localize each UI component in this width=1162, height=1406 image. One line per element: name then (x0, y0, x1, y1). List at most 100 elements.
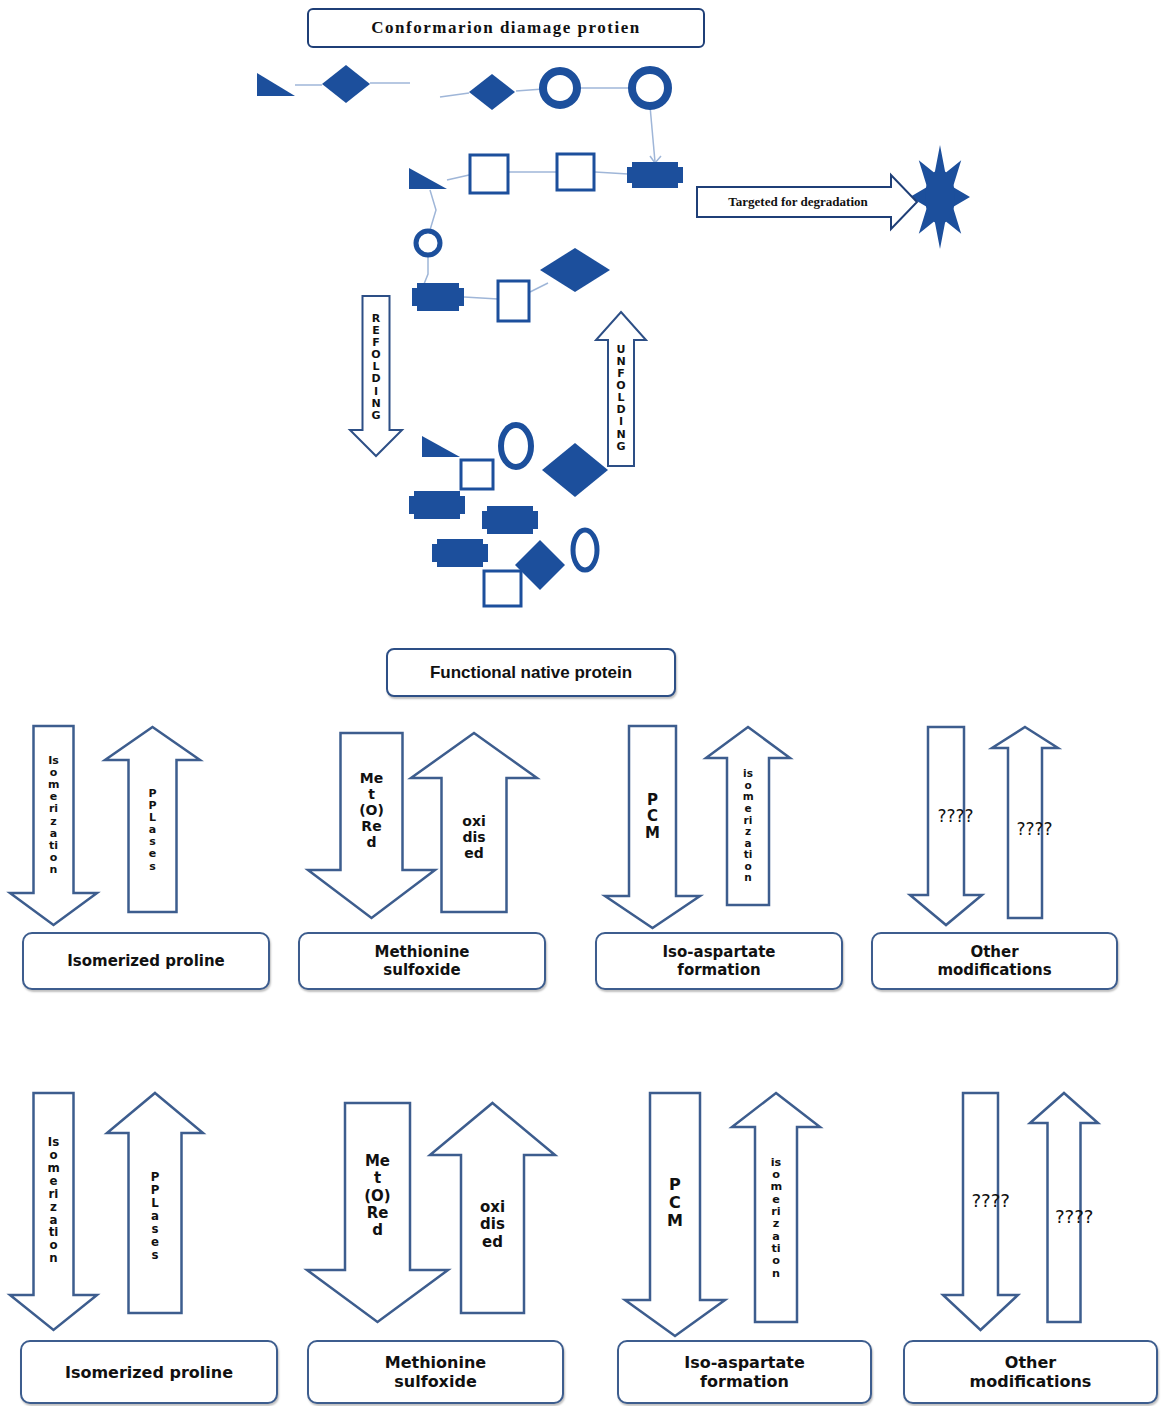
arrow-shape (910, 727, 982, 925)
arrow-label: ???? (1017, 820, 1034, 839)
arrow-outline (706, 727, 790, 905)
square-residue (461, 460, 493, 489)
ring-residue (501, 425, 531, 467)
ring-residue (543, 71, 577, 105)
modification-box: Iso-aspartate formation (617, 1340, 872, 1404)
modification-arrow: Met(O)Red (307, 1103, 448, 1322)
modification-box: Iso-aspartate formation (595, 932, 843, 990)
box-label: Conformarion diamage protien (371, 18, 640, 38)
text-area: Other modifications (905, 1342, 1156, 1402)
box-label: Iso-aspartate formation (637, 943, 802, 979)
text-area: PCM (652, 1096, 698, 1310)
text-area: UNFOLDING (610, 334, 632, 463)
diamond-residue (322, 65, 370, 103)
notched-residue (627, 162, 683, 188)
arrow-outline (105, 727, 200, 912)
text-area: Met(O)Red (347, 1106, 408, 1287)
text-area: ???? (1050, 1115, 1079, 1319)
chain-link (508, 171, 556, 173)
triangle-residue (257, 73, 295, 96)
chain-link (650, 106, 655, 162)
box-label: Other modifications (912, 943, 1077, 979)
text-area: Isomerization (36, 1096, 72, 1305)
arrow-outline (1030, 1093, 1098, 1322)
arrow-label: PPLases (147, 788, 158, 873)
chain-link (370, 82, 410, 84)
arrow-label: oxidised (478, 1199, 507, 1251)
notched-tab (482, 511, 538, 529)
arrow-label: PCM (667, 1176, 683, 1229)
ring-residue (573, 530, 597, 570)
modification-arrow: ???? (943, 1093, 1018, 1330)
title-box: Conformarion diamage protien (307, 8, 705, 48)
chain-link (516, 89, 543, 91)
text-area: Conformarion diamage protien (309, 10, 703, 46)
arrow-outline (350, 296, 402, 456)
square-residue (470, 155, 508, 193)
text-area: Isomerized proline (22, 1342, 276, 1402)
chain-link (295, 84, 322, 86)
text-area: Functional native protein (388, 650, 674, 695)
degradation-core (925, 170, 955, 224)
arrow-outline (910, 727, 982, 925)
modification-arrow: PCM (625, 1093, 725, 1336)
text-area: ???? (965, 1096, 996, 1305)
triangle-residue (409, 168, 447, 189)
arrow-label: ???? (938, 807, 955, 826)
notched-tab (409, 496, 465, 514)
repair-arrow: isomerization (706, 727, 790, 905)
square-residue (498, 281, 529, 321)
text-area: Methionine sulfoxide (309, 1342, 562, 1402)
notched-tab (412, 288, 464, 306)
native-protein-box: Functional native protein (386, 648, 676, 697)
arrow-label: PPLases (149, 1171, 161, 1262)
arrow-outline (943, 1093, 1018, 1330)
chain-link-head (650, 156, 661, 163)
box-label: Iso-aspartate formation (662, 1353, 827, 1391)
text-area: PPLases (131, 752, 175, 909)
arrow-outline (605, 726, 700, 928)
text-area: Other modifications (873, 934, 1116, 988)
arrow-label: Isomerization (48, 1136, 60, 1265)
arrow-label: isomerization (743, 768, 754, 883)
text-area: isomerization (729, 750, 767, 902)
notched-residue (432, 539, 488, 567)
chain-link (430, 190, 436, 230)
notched-residue (412, 283, 464, 311)
arrow-outline (107, 1093, 203, 1313)
modification-arrow: Met(O)Red (308, 733, 435, 918)
arrow-label: Targeted for degradation (728, 194, 867, 210)
text-area: oxidised (463, 1140, 522, 1310)
arrow-label: ???? (971, 1191, 989, 1211)
text-area: Met(O)Red (343, 736, 401, 884)
box-label: Isomerized proline (67, 952, 225, 970)
chain-link (530, 283, 548, 292)
notched-residue (482, 506, 538, 534)
chain-link (464, 297, 498, 299)
arrow-outline (732, 1093, 820, 1322)
arrow-outline (411, 733, 537, 912)
arrow-label: PCM (645, 792, 660, 842)
chain-link (447, 175, 469, 180)
text-area: REFOLDING (365, 299, 388, 436)
arrow-outline (308, 733, 435, 918)
arrow-label: Isomerization (48, 755, 59, 876)
repair-arrow: PPLases (107, 1093, 203, 1313)
modification-arrow: Isomerization (10, 1093, 97, 1330)
notched-residue (409, 491, 465, 519)
chain-link (424, 256, 428, 284)
unfolding-arrow: UNFOLDING (596, 312, 646, 466)
text-area: PPLases (131, 1123, 180, 1310)
modification-box: Isomerized proline (20, 1340, 278, 1404)
arrow-label: isomerization (770, 1157, 781, 1280)
arrow-outline (596, 312, 646, 466)
repair-arrow: ???? (1030, 1093, 1098, 1322)
degradation-star (910, 145, 970, 249)
box-label: Other modifications (948, 1353, 1113, 1391)
text-area: isomerization (757, 1118, 795, 1319)
notched-tab (432, 544, 488, 562)
text-area: oxidised (444, 766, 505, 909)
arrow-outline (10, 726, 97, 925)
repair-arrow: oxidised (430, 1103, 555, 1313)
